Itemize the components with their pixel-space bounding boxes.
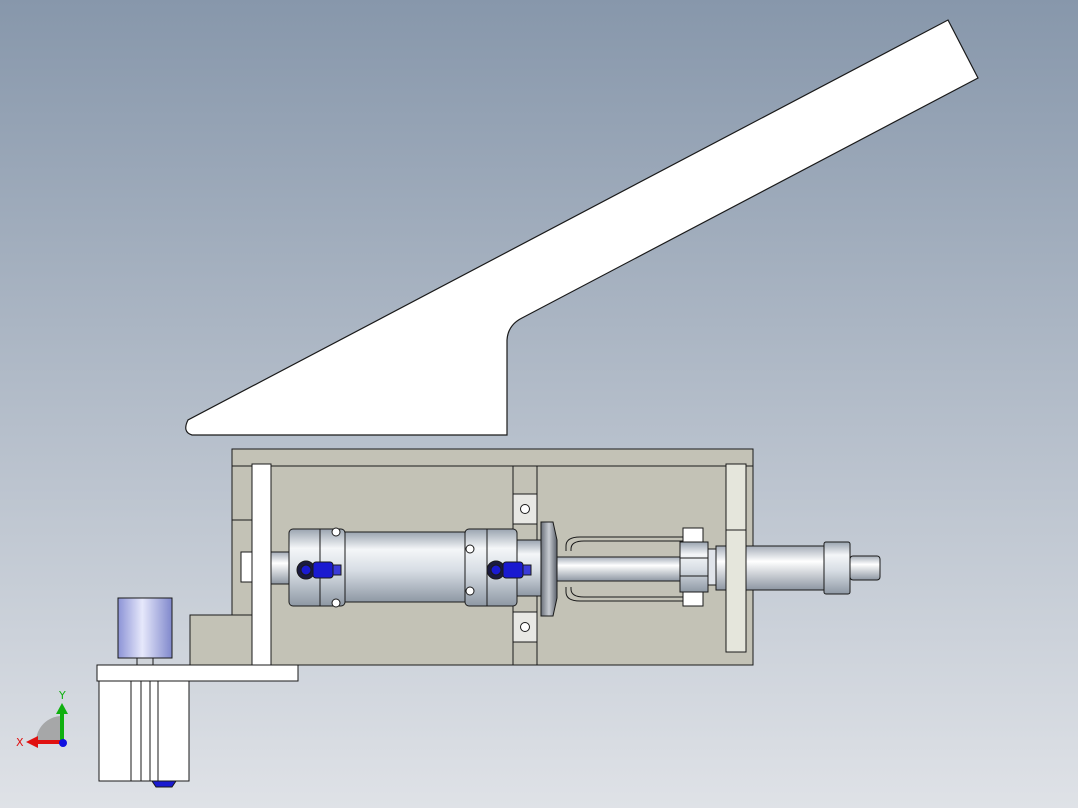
- x-axis-label: X: [16, 736, 24, 749]
- air-fitting-left[interactable]: [296, 560, 342, 580]
- motor-bracket[interactable]: [96, 664, 299, 682]
- rod-end-nut-assembly[interactable]: [679, 527, 717, 607]
- left-vertical-plate[interactable]: [251, 463, 272, 667]
- right-vertical-plate[interactable]: [725, 463, 747, 653]
- output-shaft[interactable]: [715, 541, 881, 595]
- motor[interactable]: [117, 597, 173, 666]
- triad-arc-icon: [36, 716, 62, 742]
- left-shaft-stub[interactable]: [240, 551, 253, 583]
- mounting-nut[interactable]: [540, 521, 558, 617]
- piston-rod[interactable]: [556, 556, 688, 582]
- y-axis-label: Y: [58, 689, 66, 702]
- z-axis-dot: [59, 739, 67, 747]
- y-arrow-head: [56, 703, 68, 714]
- air-fitting-right[interactable]: [486, 560, 532, 580]
- coordinate-triad: Y X: [16, 689, 68, 749]
- pedal-lever[interactable]: [185, 19, 979, 436]
- rod-guide-yoke[interactable]: [565, 536, 700, 602]
- gearbox-block[interactable]: [98, 680, 190, 788]
- x-arrow-head: [26, 736, 38, 748]
